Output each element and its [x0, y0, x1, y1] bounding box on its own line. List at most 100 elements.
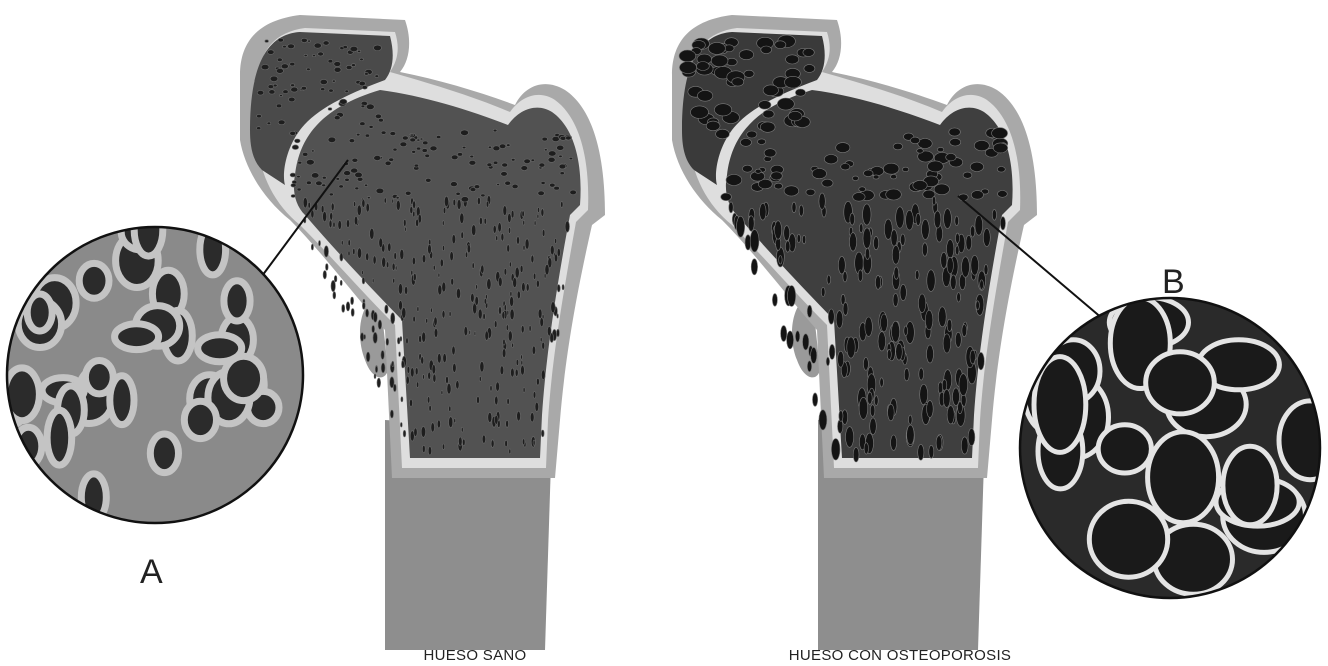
trabecular-cell: [760, 122, 775, 132]
trabecular-cell: [970, 162, 983, 171]
trabecular-cell: [513, 278, 517, 288]
trabecular-cell: [495, 396, 498, 405]
trabecular-cell: [485, 331, 489, 340]
trabecular-cell: [304, 54, 307, 56]
trabecular-cell: [398, 284, 402, 295]
trabecular-cell: [390, 410, 393, 418]
trabecular-cell: [330, 212, 333, 220]
trabecular-cell: [966, 235, 972, 250]
trabecular-cell: [511, 211, 514, 218]
trabecular-cell: [365, 134, 369, 137]
trabecular-cell: [763, 85, 778, 96]
trabecular-cell: [771, 172, 783, 180]
trabecular-cell: [529, 326, 531, 332]
trabecular-cell: [322, 184, 326, 187]
trabecular-cell: [316, 181, 323, 186]
trabecular-cell: [324, 246, 328, 257]
trabecular-cell: [392, 199, 394, 203]
micro-pore: [1089, 501, 1167, 577]
trabecular-cell: [461, 427, 463, 432]
trabecular-cell: [381, 363, 385, 373]
trabecular-cell: [319, 241, 321, 246]
trabecular-cell: [328, 108, 332, 111]
trabecular-cell: [476, 285, 478, 290]
trabecular-cell: [955, 332, 961, 347]
trabecular-cell: [462, 146, 466, 148]
trabecular-cell: [427, 397, 429, 403]
trabecular-cell: [920, 384, 928, 404]
trabecular-cell: [566, 136, 572, 140]
magnifier-a: [0, 204, 303, 523]
trabecular-cell: [716, 129, 730, 139]
trabecular-cell: [864, 443, 868, 454]
trabecular-cell: [290, 173, 296, 177]
trabecular-cell: [499, 144, 506, 149]
trabecular-cell: [334, 62, 341, 67]
trabecular-cell: [839, 411, 843, 422]
trabecular-cell: [333, 292, 336, 299]
trabecular-cell: [372, 279, 374, 283]
trabecular-cell: [526, 284, 529, 292]
trabecular-cell: [997, 167, 1005, 173]
trabecular-cell: [360, 122, 365, 126]
trabecular-cell: [283, 45, 287, 48]
trabecular-cell: [535, 402, 539, 411]
trabecular-cell: [261, 64, 269, 69]
trabecular-cell: [434, 317, 437, 326]
trabecular-cell: [370, 228, 374, 239]
trabecular-cell: [846, 427, 854, 448]
trabecular-cell: [784, 226, 790, 241]
trabecular-cell: [510, 309, 514, 320]
trabecular-cell: [955, 216, 959, 226]
trabecular-cell: [417, 307, 419, 312]
trabecular-cell: [711, 55, 728, 67]
trabecular-cell: [548, 157, 555, 162]
trabecular-cell: [348, 251, 350, 256]
magnifier-b: [1020, 298, 1328, 599]
trabecular-cell: [453, 363, 457, 372]
trabecular-cell: [329, 193, 333, 196]
trabecular-cell: [396, 197, 399, 199]
trabecular-cell: [438, 285, 442, 295]
trabecular-cell: [452, 346, 455, 355]
trabecular-cell: [523, 220, 525, 225]
trabecular-cell: [433, 374, 436, 382]
osteoporosis-bone-caption: HUESO CON OSTEOPOROSIS: [730, 648, 1070, 663]
trabecular-cell: [362, 302, 365, 309]
trabecular-cell: [852, 176, 858, 180]
trabecular-cell: [443, 246, 445, 251]
trabecular-cell: [357, 248, 361, 259]
trabecular-cell: [853, 447, 859, 462]
trabecular-cell: [456, 288, 460, 299]
trabecular-cell: [291, 87, 298, 92]
trabecular-cell: [505, 181, 511, 185]
trabecular-cell: [396, 200, 400, 210]
trabecular-cell: [775, 41, 786, 49]
trabecular-cell: [732, 78, 744, 86]
trabecular-cell: [340, 99, 347, 104]
trabecular-cell: [510, 292, 512, 297]
trabecular-cell: [538, 309, 542, 319]
trabecular-cell: [303, 153, 308, 157]
trabecular-cell: [395, 266, 397, 270]
trabecular-cell: [488, 412, 492, 422]
trabecular-cell: [565, 221, 569, 232]
trabecular-cell: [774, 183, 782, 189]
trabecular-cell: [904, 368, 909, 381]
trabecular-cell: [423, 375, 425, 380]
trabecular-cell: [416, 219, 419, 227]
trabecular-cell: [950, 138, 961, 146]
trabecular-cell: [326, 264, 329, 271]
trabecular-cell: [457, 200, 461, 210]
trabecular-cell: [413, 211, 415, 217]
trabecular-cell: [785, 76, 802, 88]
trabecular-cell: [557, 145, 564, 150]
trabecular-cell: [803, 48, 814, 56]
trabecular-cell: [887, 349, 891, 359]
trabecular-cell: [471, 293, 475, 302]
trabecular-cell: [433, 265, 435, 270]
trabecular-cell: [452, 235, 456, 244]
trabecular-cell: [559, 164, 566, 169]
trabecular-cell: [744, 70, 754, 77]
trabecular-cell: [864, 170, 874, 177]
